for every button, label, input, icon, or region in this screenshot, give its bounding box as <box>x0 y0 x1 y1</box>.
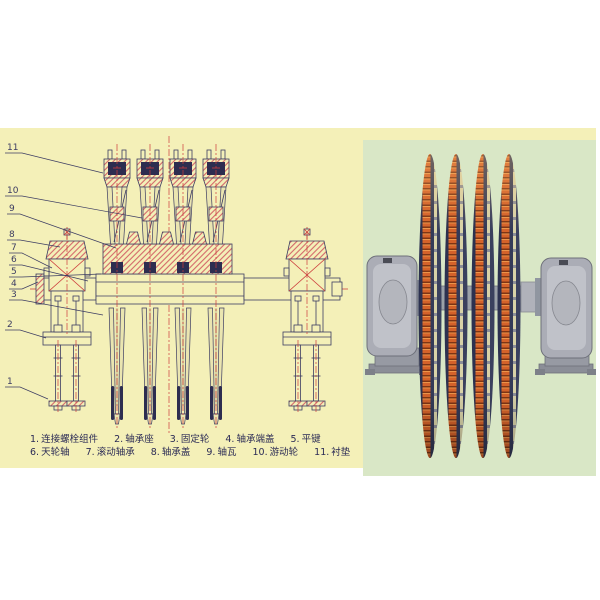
svg-text:5: 5 <box>11 267 17 277</box>
legend-row-1: 1.连接螺栓组件 2.轴承座 3.固定轮 4.轴承端盖 5.平键 <box>30 433 360 446</box>
legend-item-9: 9.轴瓦 <box>206 447 237 458</box>
legend-item-10: 10.游动轮 <box>252 447 299 458</box>
svg-text:11: 11 <box>7 143 18 153</box>
render-sheave-2 <box>444 154 468 458</box>
assembly-render <box>365 154 596 458</box>
render-sheave-3 <box>471 154 495 458</box>
legend-item-4: 4.轴承端盖 <box>225 434 275 445</box>
assembly-drawing: 11 10 9 8 7 6 <box>5 136 348 434</box>
svg-text:1: 1 <box>7 377 13 387</box>
sheave-group-1 <box>103 144 131 430</box>
callout-4: 4 <box>9 279 39 290</box>
svg-text:3: 3 <box>11 290 17 300</box>
parts-legend: 1.连接螺栓组件 2.轴承座 3.固定轮 4.轴承端盖 5.平键 6.天轮轴 7… <box>30 433 360 459</box>
callout-2: 2 <box>5 320 47 339</box>
svg-text:6: 6 <box>11 255 17 265</box>
legend-item-8: 8.轴承盖 <box>150 447 191 458</box>
legend-item-3: 3.固定轮 <box>169 434 210 445</box>
callout-9: 9 <box>7 204 117 249</box>
anchor-bolt-left <box>48 340 68 414</box>
render-3d-panel <box>363 140 596 476</box>
legend-item-5: 5.平键 <box>290 434 321 445</box>
callout-11: 11 <box>5 143 104 174</box>
anchor-bolt-right <box>306 340 326 414</box>
callout-7: 7 <box>9 243 53 269</box>
shaft-end-cap-left <box>35 273 45 305</box>
callout-3: 3 <box>9 290 104 316</box>
svg-text:2: 2 <box>7 320 13 330</box>
legend-row-2: 6.天轮轴 7.滚动轴承 8.轴承盖 9.轴瓦 10.游动轮 11.衬垫 <box>30 446 360 459</box>
render-bearing-left <box>365 255 429 375</box>
bearing-pedestal-left <box>42 227 92 414</box>
svg-text:8: 8 <box>9 230 15 240</box>
legend-item-11: 11.衬垫 <box>314 447 351 458</box>
sheave-group-3 <box>169 144 197 430</box>
anchor-bolt-left <box>288 340 308 414</box>
svg-text:10: 10 <box>7 186 19 196</box>
callout-5: 5 <box>9 267 102 278</box>
bearing-pedestal-right <box>282 227 332 414</box>
svg-text:9: 9 <box>9 204 15 214</box>
legend-item-2: 2.轴承座 <box>114 434 154 445</box>
legend-item-7: 7.滚动轴承 <box>85 447 135 458</box>
sheave-group-2 <box>136 144 164 430</box>
legend-item-6: 6.天轮轴 <box>30 447 70 458</box>
callout-1: 1 <box>5 377 49 400</box>
render-bearing-right <box>535 257 596 375</box>
render-sheave-1 <box>418 154 442 458</box>
svg-text:4: 4 <box>11 279 17 289</box>
anchor-bolt-right <box>66 340 86 414</box>
sheave-group-4 <box>202 144 230 430</box>
legend-item-1: 1.连接螺栓组件 <box>30 434 99 445</box>
liner-pad <box>108 162 126 175</box>
svg-text:7: 7 <box>11 243 17 253</box>
callout-8: 8 <box>7 230 61 248</box>
render-sheave-4 <box>497 154 521 458</box>
callout-10: 10 <box>5 186 143 219</box>
